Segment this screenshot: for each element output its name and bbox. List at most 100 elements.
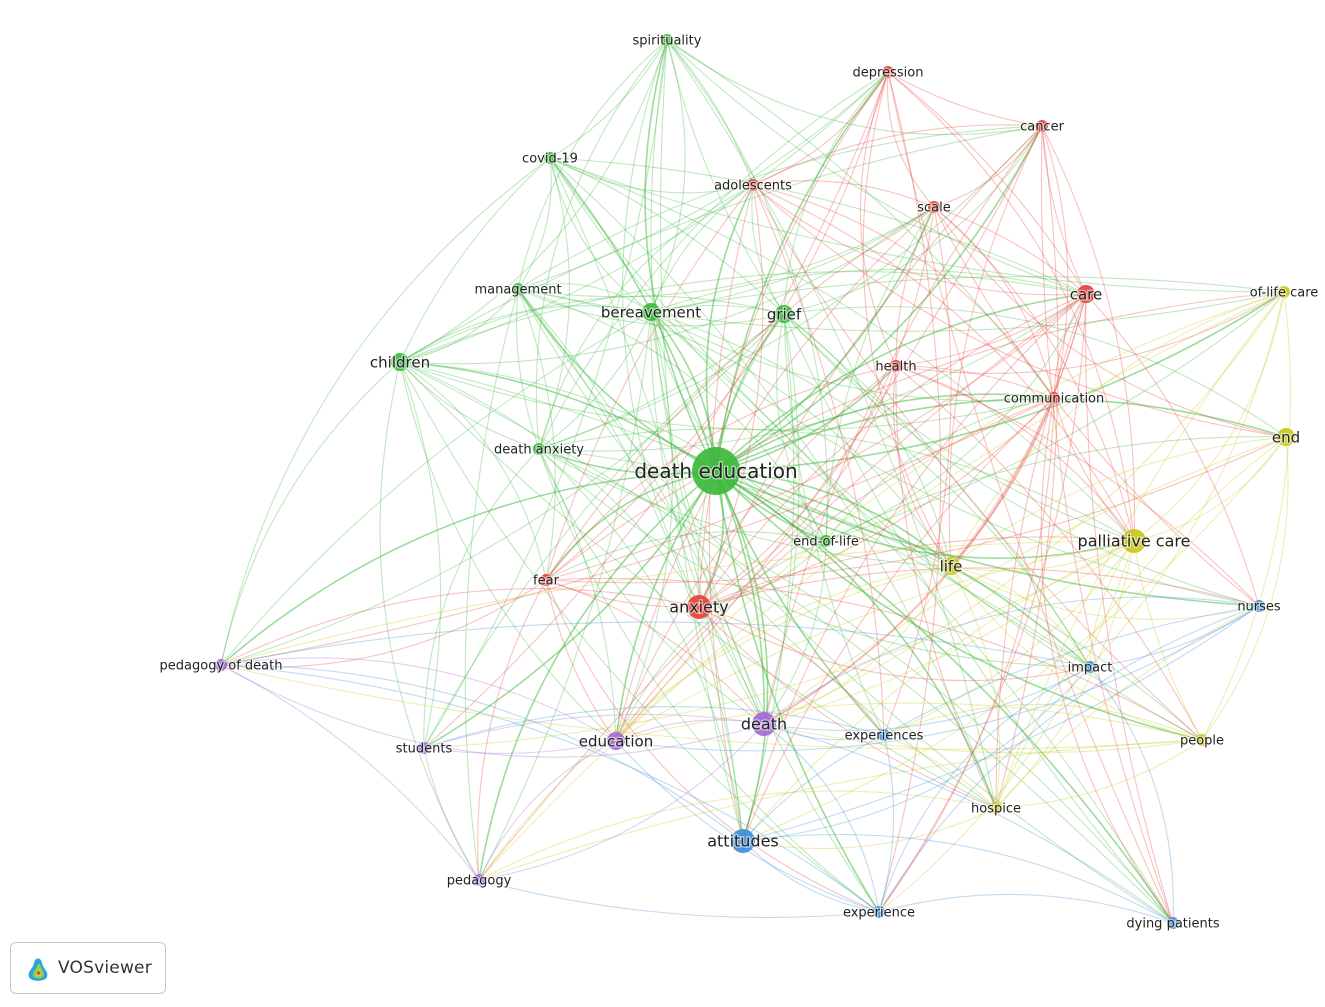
node-hospice[interactable]: [990, 802, 1002, 814]
node-label: palliative care: [1078, 532, 1191, 551]
node-adolescents[interactable]: [747, 179, 759, 191]
node-death-education[interactable]: [692, 447, 740, 495]
edge: [538, 448, 617, 742]
edge: [742, 840, 880, 913]
node-bereavement[interactable]: [642, 303, 660, 321]
node-label: pedagogy: [447, 874, 512, 889]
edge: [878, 893, 1174, 924]
edge: [742, 313, 795, 842]
node-label: experience: [843, 906, 915, 921]
edge: [948, 125, 1043, 567]
edge: [933, 206, 1055, 399]
node-management[interactable]: [512, 283, 524, 295]
edge: [545, 470, 717, 581]
node-end-of-life[interactable]: [820, 535, 832, 547]
edge: [549, 157, 997, 809]
edge: [995, 739, 1203, 809]
edge: [423, 740, 617, 754]
node-of-life-care[interactable]: [1278, 286, 1290, 298]
node-experience[interactable]: [873, 906, 885, 918]
node-palliative-care[interactable]: [1122, 529, 1146, 553]
edge: [715, 470, 1174, 924]
edge: [517, 157, 552, 290]
edge: [517, 288, 1174, 924]
edge: [650, 269, 1087, 313]
edge: [715, 470, 1135, 559]
edge: [615, 565, 952, 742]
node-covid-19[interactable]: [544, 152, 556, 164]
node-impact[interactable]: [1084, 661, 1096, 673]
edge: [895, 365, 1203, 741]
edge: [698, 71, 889, 608]
edge: [399, 361, 617, 742]
edge: [752, 184, 1055, 399]
node-label: health: [875, 360, 916, 375]
edge: [715, 470, 1260, 607]
edge: [883, 206, 952, 736]
edge: [783, 71, 889, 315]
node-label: dying patients: [1126, 917, 1219, 932]
edge: [878, 71, 942, 913]
node-children[interactable]: [391, 353, 409, 371]
node-pedagogy[interactable]: [473, 874, 485, 886]
node-dying-patients[interactable]: [1167, 917, 1179, 929]
edge: [399, 361, 540, 450]
node-communication[interactable]: [1048, 392, 1060, 404]
node-attitudes[interactable]: [731, 829, 755, 853]
edge: [545, 436, 1287, 584]
node-care[interactable]: [1077, 285, 1095, 303]
node-end[interactable]: [1277, 428, 1295, 446]
edge: [545, 579, 617, 742]
edge: [478, 311, 652, 881]
edge: [650, 184, 754, 313]
node-education[interactable]: [607, 732, 625, 750]
edge: [742, 605, 1260, 842]
node-fear[interactable]: [540, 574, 552, 586]
edge: [933, 206, 1135, 542]
edge: [478, 293, 1087, 881]
edge: [1089, 540, 1135, 668]
node-pedagogy-of-death[interactable]: [215, 659, 227, 671]
node-spirituality[interactable]: [661, 34, 673, 46]
node-death[interactable]: [752, 712, 776, 736]
edge: [1053, 397, 1135, 542]
edge: [538, 448, 880, 913]
node-anxiety[interactable]: [687, 595, 711, 619]
edge: [783, 313, 952, 567]
node-students[interactable]: [418, 742, 430, 754]
node-life[interactable]: [942, 557, 960, 575]
edge: [423, 713, 765, 749]
edge: [698, 365, 897, 608]
edge: [478, 879, 880, 919]
node-label: nurses: [1237, 600, 1281, 615]
edge: [538, 448, 765, 725]
node-health[interactable]: [890, 360, 902, 372]
node-death-anxiety[interactable]: [533, 443, 545, 455]
edge: [220, 664, 1203, 750]
node-label: bereavement: [601, 303, 701, 321]
node-experiences[interactable]: [878, 729, 890, 741]
edge: [878, 293, 1087, 913]
edge: [698, 567, 1260, 608]
node-nurses[interactable]: [1253, 600, 1265, 612]
edge: [666, 39, 1055, 399]
edge: [615, 397, 1055, 742]
edge: [478, 739, 1203, 881]
edge: [763, 540, 1135, 725]
edge: [708, 184, 754, 842]
node-grief[interactable]: [775, 305, 793, 323]
edge: [666, 39, 785, 315]
edge: [715, 470, 880, 913]
edge: [464, 288, 519, 881]
vosviewer-logo[interactable]: VOSviewer: [10, 942, 166, 994]
edge: [715, 398, 1287, 472]
edge: [742, 807, 997, 850]
node-people[interactable]: [1196, 734, 1208, 746]
node-depression[interactable]: [882, 66, 894, 78]
edge: [763, 540, 827, 725]
node-label: adolescents: [714, 179, 792, 194]
node-cancer[interactable]: [1036, 120, 1048, 132]
node-label: impact: [1068, 661, 1113, 676]
node-scale[interactable]: [928, 201, 940, 213]
edge: [752, 71, 889, 186]
